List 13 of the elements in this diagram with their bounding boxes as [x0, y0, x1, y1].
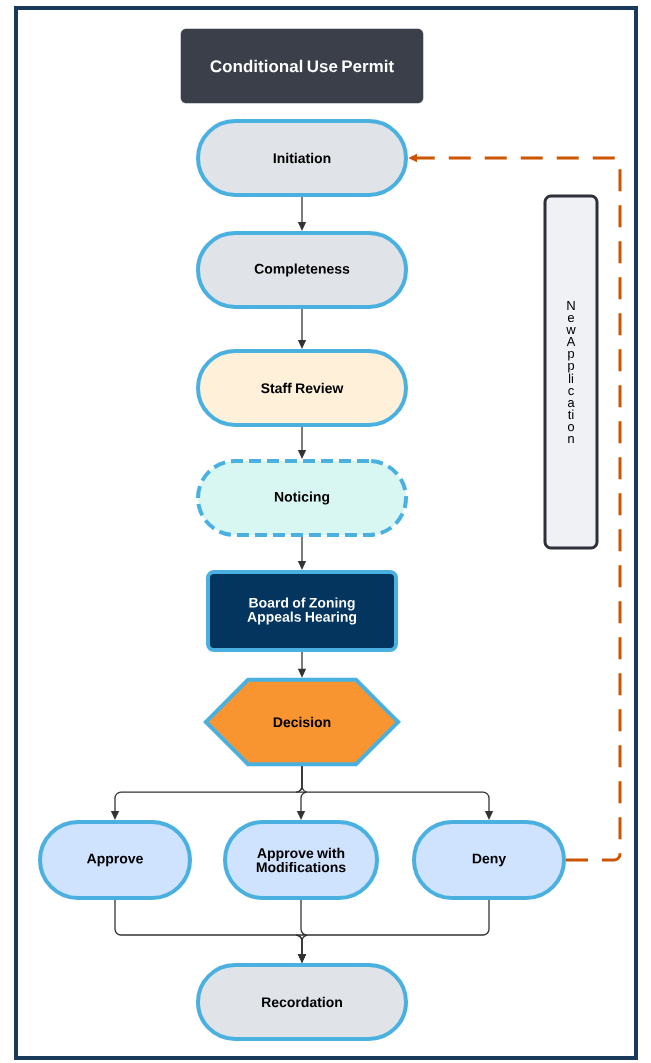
process-box: Noticing — [196, 459, 408, 537]
label-box: New Application — [543, 194, 599, 550]
outcome-box: Approve — [38, 820, 192, 900]
outcome-box: Approve with Modifications — [223, 820, 379, 900]
decision-hexagon: Decision — [203, 677, 401, 767]
process-box: Recordation — [196, 963, 408, 1041]
process-box: Completeness — [196, 231, 408, 309]
arrow — [301, 765, 494, 820]
title-box: Conditional Use Permit — [180, 28, 424, 104]
process-box: Initiation — [196, 119, 408, 197]
outcome-box: Deny — [412, 820, 566, 900]
process-box: Board of Zoning Appeals Hearing — [206, 570, 398, 652]
process-box: Staff Review — [196, 349, 408, 427]
